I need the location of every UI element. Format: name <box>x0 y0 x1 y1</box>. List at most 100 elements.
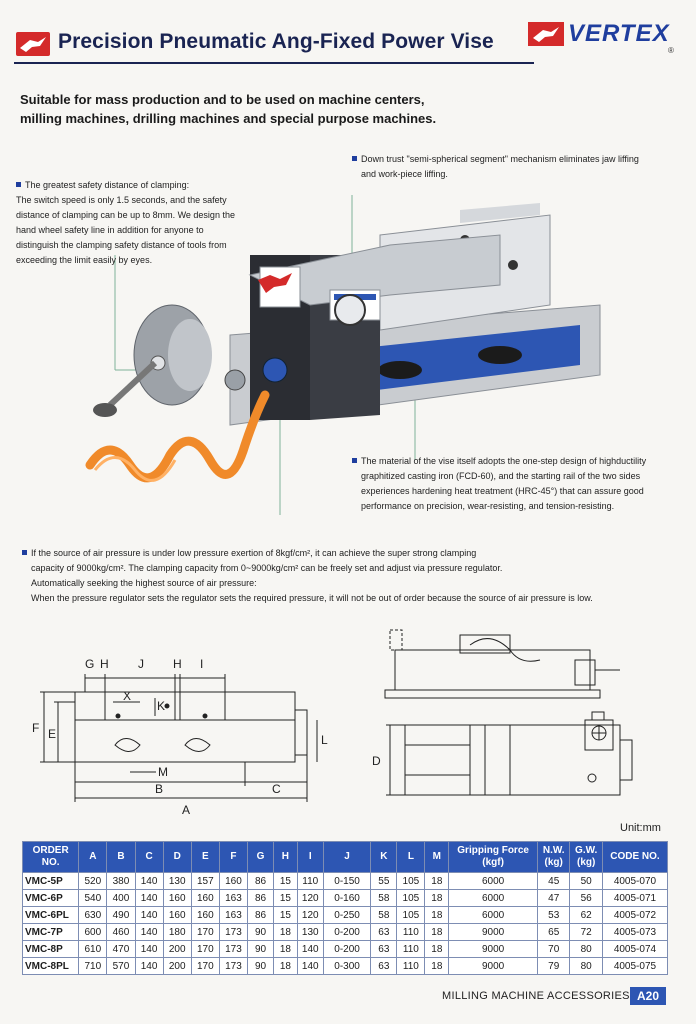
dim-label-l: L <box>321 733 328 747</box>
callout-air-line-3: Automatically seeking the highest source… <box>31 578 257 588</box>
table-cell: 80 <box>569 940 603 958</box>
table-cell: 570 <box>106 957 136 975</box>
table-cell: 110 <box>296 872 324 890</box>
table-cell: 47 <box>536 889 571 907</box>
table-cell: 140 <box>134 889 164 907</box>
bullet-icon <box>16 182 21 187</box>
dim-label-j: J <box>138 657 144 671</box>
table-header-cell: G <box>247 841 274 873</box>
dimension-drawing-side: G H J H I X K F E L M B C A <box>32 657 328 817</box>
table-cell: 6000 <box>448 889 538 907</box>
order-no-cell: VMC-7P <box>21 923 80 941</box>
table-header-cell: D <box>162 841 192 873</box>
table-cell: 0-300 <box>322 957 372 975</box>
bullet-icon <box>352 458 357 463</box>
table-cell: 18 <box>424 889 450 907</box>
table-cell: 105 <box>396 889 426 907</box>
table-cell: 170 <box>190 957 220 975</box>
table-cell: 0-200 <box>322 940 372 958</box>
bullet-icon <box>22 550 27 555</box>
callout-safety-line-1: The greatest safety distance of clamping… <box>25 180 190 190</box>
table-cell: 200 <box>162 957 192 975</box>
table-header-cell: N.W. (kg) <box>536 841 571 873</box>
table-cell: 130 <box>296 923 324 941</box>
table-cell: 72 <box>569 923 603 941</box>
table-header-cell: C <box>134 841 164 873</box>
table-cell: 4005-074 <box>601 940 669 958</box>
dim-label-a: A <box>182 803 190 817</box>
table-cell: 9000 <box>448 957 538 975</box>
brand-logo: VERTEX ® <box>528 20 678 55</box>
table-cell: 140 <box>134 906 164 924</box>
dimension-drawing-top: D <box>372 629 633 796</box>
intro-text: Suitable for mass production and to be u… <box>20 90 580 128</box>
page-number: A20 <box>630 987 666 1005</box>
table-cell: 157 <box>190 872 220 890</box>
vise-illustration <box>85 195 601 515</box>
callout-air-line-4: When the pressure regulator sets the reg… <box>31 593 593 603</box>
callout-safety-line-6: exceeding the limit easily by eyes. <box>16 255 153 265</box>
table-cell: 400 <box>106 889 136 907</box>
table-cell: 173 <box>218 940 249 958</box>
brand-name: VERTEX <box>568 20 670 47</box>
table-cell: 610 <box>78 940 108 958</box>
table-cell: 160 <box>162 906 192 924</box>
table-cell: 18 <box>424 940 450 958</box>
table-cell: 140 <box>134 940 164 958</box>
table-cell: 86 <box>247 889 274 907</box>
table-cell: 80 <box>569 957 603 975</box>
table-header-cell: H <box>272 841 298 873</box>
table-cell: 15 <box>272 872 298 890</box>
table-cell: 90 <box>247 923 274 941</box>
callout-material-line-2: graphitized casting iron (FCD-60), and t… <box>361 471 641 481</box>
table-cell: 120 <box>296 906 324 924</box>
title-divider <box>14 62 534 64</box>
table-cell: 4005-075 <box>601 957 669 975</box>
table-cell: 490 <box>106 906 136 924</box>
table-cell: 53 <box>536 906 571 924</box>
table-cell: 70 <box>536 940 571 958</box>
bullet-icon <box>352 156 357 161</box>
dim-label-h: H <box>100 657 109 671</box>
table-cell: 540 <box>78 889 108 907</box>
callout-jaw-line-1: Down trust "semi-spherical segment" mech… <box>361 154 639 164</box>
table-cell: 4005-073 <box>601 923 669 941</box>
table-cell: 18 <box>424 957 450 975</box>
table-cell: 63 <box>370 957 398 975</box>
table-cell: 18 <box>272 940 298 958</box>
table-cell: 90 <box>247 957 274 975</box>
table-cell: 45 <box>536 872 571 890</box>
table-cell: 160 <box>190 889 220 907</box>
dim-label-c: C <box>272 782 281 796</box>
table-cell: 86 <box>247 872 274 890</box>
table-cell: 55 <box>370 872 398 890</box>
table-cell: 4005-070 <box>601 872 669 890</box>
table-header-cell: Gripping Force (kgf) <box>448 841 538 873</box>
table-cell: 50 <box>569 872 603 890</box>
brand-flag-icon <box>528 22 564 46</box>
table-cell: 520 <box>78 872 108 890</box>
table-cell: 140 <box>134 872 164 890</box>
table-cell: 18 <box>272 923 298 941</box>
table-cell: 110 <box>396 957 426 975</box>
table-cell: 460 <box>106 923 136 941</box>
table-cell: 163 <box>218 906 249 924</box>
table-cell: 140 <box>296 940 324 958</box>
dim-label-g: G <box>85 657 94 671</box>
table-cell: 380 <box>106 872 136 890</box>
table-cell: 4005-071 <box>601 889 669 907</box>
table-cell: 79 <box>536 957 571 975</box>
callout-material: The material of the vise itself adopts t… <box>352 454 682 514</box>
table-cell: 120 <box>296 889 324 907</box>
callout-safety-line-4: hand wheel safety line in addition for a… <box>16 225 204 235</box>
table-cell: 63 <box>370 923 398 941</box>
dim-label-d: D <box>372 754 381 768</box>
table-cell: 140 <box>134 923 164 941</box>
table-cell: 65 <box>536 923 571 941</box>
table-cell: 0-160 <box>322 889 372 907</box>
table-cell: 163 <box>218 889 249 907</box>
table-cell: 600 <box>78 923 108 941</box>
unit-label: Unit:mm <box>620 822 661 834</box>
